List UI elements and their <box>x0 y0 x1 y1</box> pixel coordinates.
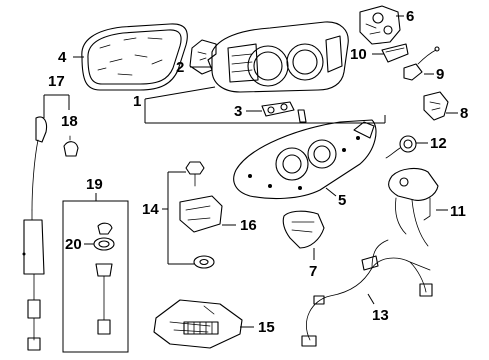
part-2-bracket <box>189 39 217 75</box>
callout-2: 2 <box>176 59 184 76</box>
callout-19: 19 <box>86 176 103 193</box>
part-7-cover <box>282 210 325 249</box>
callout-17: 17 <box>48 73 65 90</box>
part-8-bracket <box>423 91 449 121</box>
callout-14: 14 <box>142 201 159 218</box>
callout-10: 10 <box>350 46 367 63</box>
callout-15: 15 <box>258 319 275 336</box>
callout-11: 11 <box>450 203 466 220</box>
callout-18: 18 <box>61 113 78 130</box>
leader-5 <box>325 187 337 197</box>
callout-1: 1 <box>133 93 141 110</box>
part-1-mirror-housing <box>211 21 349 93</box>
part-19-kit-box <box>62 200 129 353</box>
callout-8: 8 <box>460 105 468 122</box>
part-6-motor <box>359 5 401 45</box>
callout-12: 12 <box>430 135 447 152</box>
leader-13 <box>367 293 375 305</box>
leader-1b <box>144 86 216 100</box>
callout-13: 13 <box>372 307 389 324</box>
part-3-screw <box>261 101 307 123</box>
part-4-mirror-glass <box>81 23 188 91</box>
part-12-sensor <box>385 135 417 159</box>
part-14-bolt <box>185 161 205 187</box>
part-15-module <box>153 299 243 349</box>
callout-7: 7 <box>309 263 317 280</box>
callout-4: 4 <box>58 49 67 66</box>
part-5-inner-housing <box>233 119 377 199</box>
part-11-harness <box>388 167 439 247</box>
callout-20: 20 <box>65 236 82 253</box>
part-16-bracket <box>179 195 223 233</box>
callout-16: 16 <box>240 217 257 234</box>
part-9-pigtail <box>403 46 440 81</box>
part-20-grommet <box>93 222 115 335</box>
part-13-harness <box>301 239 433 347</box>
callout-5: 5 <box>338 192 346 209</box>
callout-6: 6 <box>406 8 414 25</box>
part-18-clip <box>63 135 79 157</box>
part-17-cable <box>22 116 48 351</box>
part-14-nut <box>193 255 215 269</box>
part-10-cover <box>381 43 409 63</box>
callout-9: 9 <box>436 66 444 83</box>
callout-3: 3 <box>234 103 242 120</box>
